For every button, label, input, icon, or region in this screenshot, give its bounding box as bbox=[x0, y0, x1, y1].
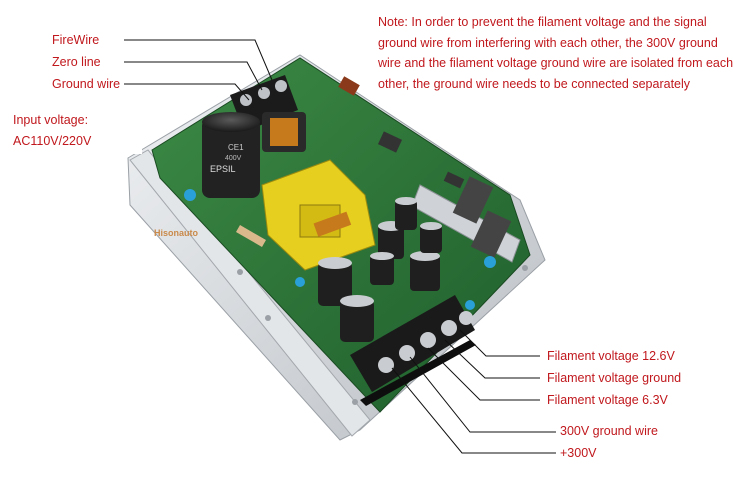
product-photo-canvas: { "note": { "lines": [ "Note: In order t… bbox=[6, 10, 733, 468]
input-voltage-range: AC110V/220V bbox=[13, 134, 92, 148]
capacitor-rating-marking: 400V bbox=[225, 155, 242, 162]
hv-label-panel bbox=[556, 420, 648, 468]
heatsink bbox=[411, 176, 521, 263]
leader-lines-right bbox=[391, 329, 558, 454]
plus-300v-label: +300V bbox=[560, 446, 597, 460]
note-line: Note: In order to prevent the filament v… bbox=[378, 15, 707, 29]
power-supply-board-photo: EPSIL CE1 400V bbox=[123, 39, 558, 454]
zero-line-label: Zero line bbox=[52, 55, 101, 69]
transformer bbox=[261, 159, 376, 271]
watermark: Hisonauto bbox=[154, 228, 198, 238]
note-line: ground wire from interfering with each o… bbox=[378, 35, 718, 50]
input-label-panel bbox=[38, 30, 124, 100]
filament-12v6-label: Filament voltage 12.6V bbox=[547, 349, 675, 363]
note-line: other, the ground wire needs to be conne… bbox=[378, 76, 691, 91]
input-voltage-panel bbox=[6, 108, 142, 154]
isolation-note: Note: In order to prevent the filament v… bbox=[378, 12, 733, 94]
input-voltage-label: Input voltage: bbox=[13, 113, 89, 127]
filter-capacitors bbox=[318, 197, 442, 342]
firewire-label: FireWire bbox=[52, 33, 100, 47]
filament-ground-label: Filament voltage ground bbox=[547, 371, 682, 385]
filament-6v3-label: Filament voltage 6.3V bbox=[547, 393, 668, 407]
output-label-panel bbox=[540, 344, 672, 412]
choke-coil bbox=[262, 112, 306, 152]
ground-wire-label: Ground wire bbox=[52, 77, 121, 91]
output-terminal-block bbox=[350, 295, 476, 406]
leader-lines-left bbox=[123, 39, 273, 101]
note-panel bbox=[372, 10, 694, 98]
ground-300v-label: 300V ground wire bbox=[560, 424, 658, 438]
note-line: wire and the filament voltage ground wir… bbox=[378, 56, 733, 70]
capacitor-top-marking: CE1 bbox=[228, 143, 244, 152]
small-components bbox=[184, 76, 496, 310]
capacitor-brand-marking: EPSIL bbox=[210, 164, 236, 174]
main-capacitor: EPSIL CE1 400V bbox=[202, 112, 260, 198]
